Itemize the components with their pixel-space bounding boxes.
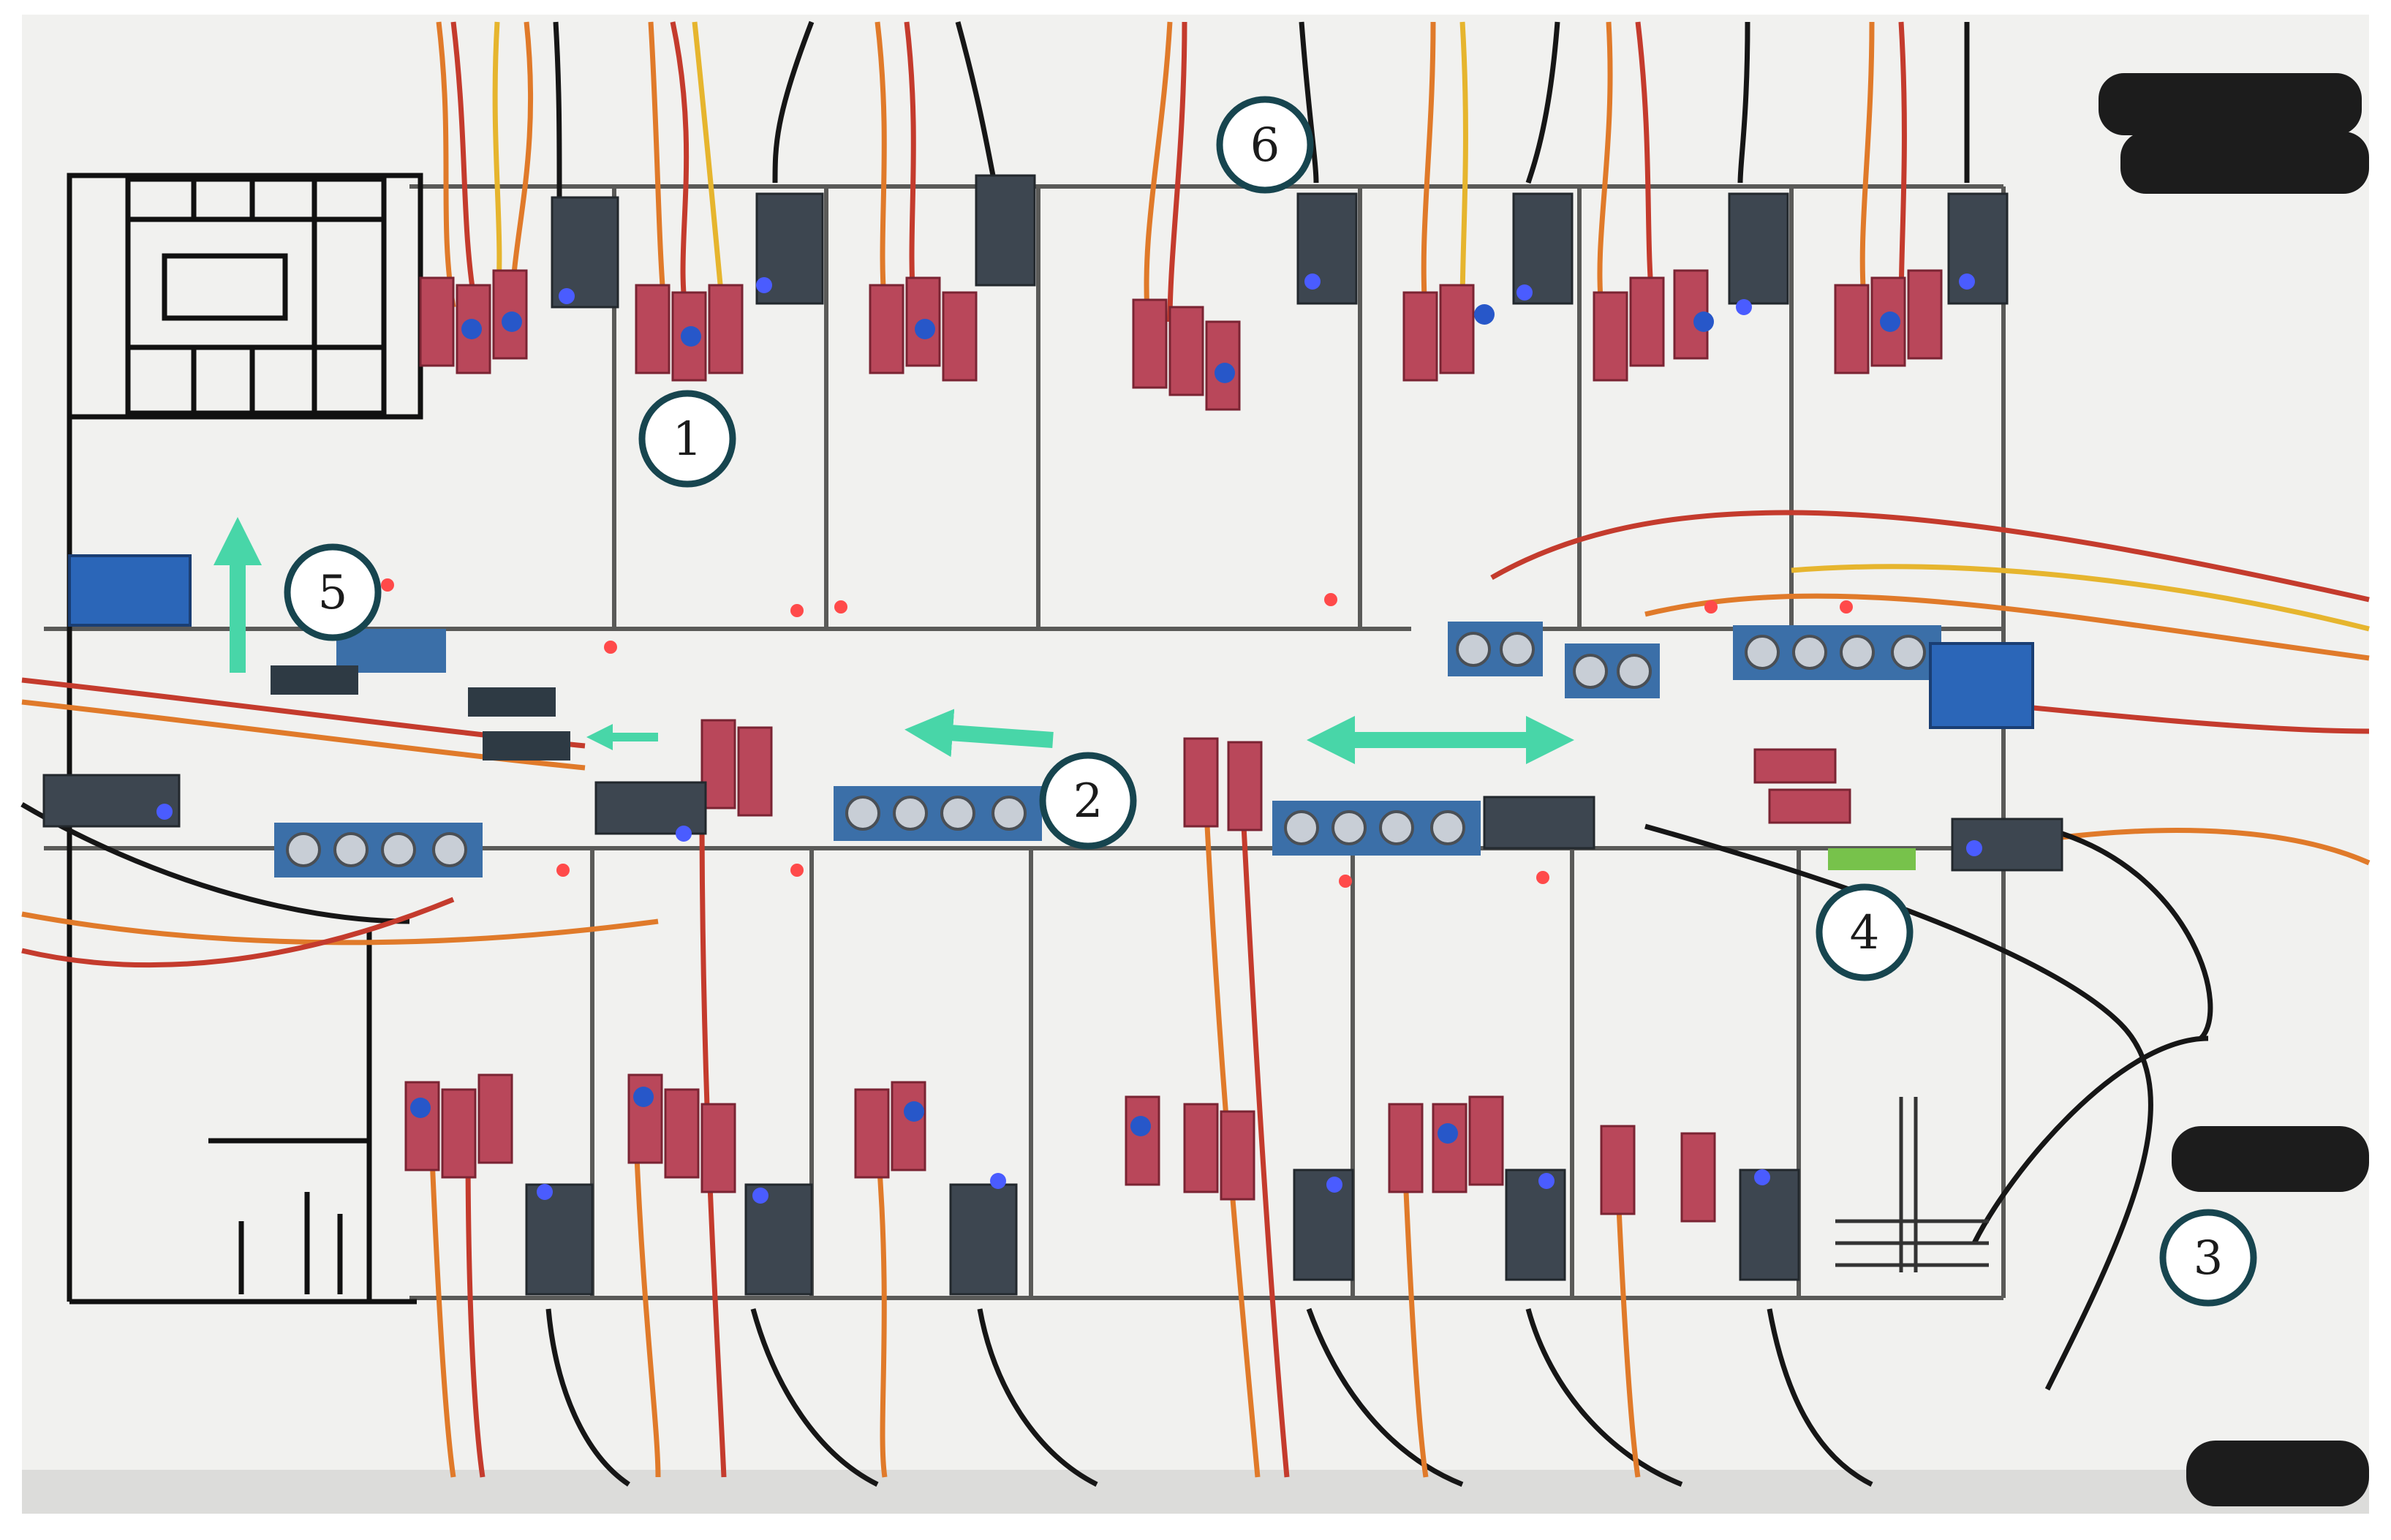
bottom-sensor-boards [404,1073,1716,1223]
callout-2: 2 [1039,752,1137,850]
board-shadow-bottom [22,1470,2369,1514]
bottom-mcu-boards [525,1169,1800,1296]
callout-4-label: 4 [1850,906,1880,960]
green-module [1828,848,1916,870]
lane-sensor-boards [700,719,1851,831]
callout-5: 5 [284,543,382,641]
bottom-mcu-leds [537,1169,1770,1204]
bottom-sensor-pots [410,1087,1458,1144]
callout-2-label: 2 [1073,774,1103,828]
callout-1-label: 1 [673,412,703,467]
wires-bottom [428,804,1873,1487]
callout-6-label: 6 [1250,118,1280,173]
left-lane-modules [271,629,570,760]
side-markings [1835,1097,1989,1272]
top-mcu-leds [559,273,1975,315]
callout-4: 4 [1816,883,1914,981]
callout-3-label: 3 [2194,1231,2224,1286]
callout-3: 3 [2159,1209,2257,1307]
floor-markers [381,578,1853,888]
callout-1: 1 [638,390,736,488]
relay-modules [68,554,2034,729]
callout-6: 6 [1216,96,1314,194]
lane-mcu-leds [156,804,1982,856]
top-sensor-pots [461,304,1900,383]
direction-arrows [214,517,1574,764]
callout-5-label: 5 [318,566,348,620]
top-mcu-boards [551,174,2009,309]
usb-hubs [2099,73,2369,1506]
ultrasonic-transducers [286,632,1926,867]
arrow-left-icon [904,709,1054,758]
lane-mcu-boards [42,774,2063,872]
wires-side [20,510,2371,1391]
